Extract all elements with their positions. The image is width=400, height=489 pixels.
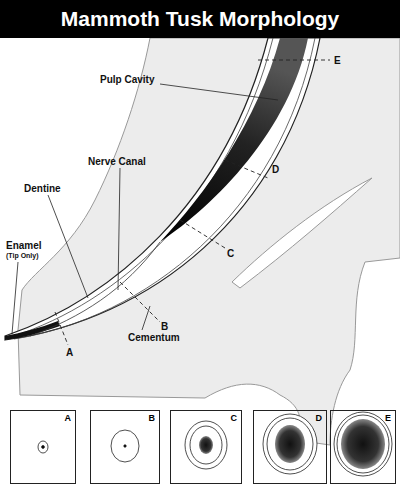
section-letter: B bbox=[161, 321, 168, 332]
section-box: D bbox=[253, 410, 327, 484]
diagram-title: Mammoth Tusk Morphology bbox=[0, 7, 400, 31]
part-label: Enamel bbox=[6, 240, 42, 251]
section-letter: A bbox=[65, 413, 72, 423]
section-box: E bbox=[330, 410, 396, 484]
part-label: Cementum bbox=[128, 332, 180, 343]
section-letter: C bbox=[227, 248, 234, 259]
section-letter: C bbox=[231, 413, 238, 423]
section-letter: A bbox=[66, 347, 73, 358]
section-box: C bbox=[170, 410, 242, 484]
section-letter: D bbox=[316, 413, 323, 423]
section-letter: E bbox=[334, 55, 341, 66]
part-note: (Tip Only) bbox=[6, 252, 39, 259]
part-label: Pulp Cavity bbox=[100, 74, 154, 85]
section-letter: B bbox=[149, 413, 156, 423]
part-label: Dentine bbox=[24, 183, 61, 194]
section-box: A bbox=[10, 410, 76, 484]
section-letter: D bbox=[272, 164, 279, 175]
section-box: B bbox=[90, 410, 160, 484]
part-label: Nerve Canal bbox=[88, 156, 146, 167]
section-letter: E bbox=[385, 413, 391, 423]
